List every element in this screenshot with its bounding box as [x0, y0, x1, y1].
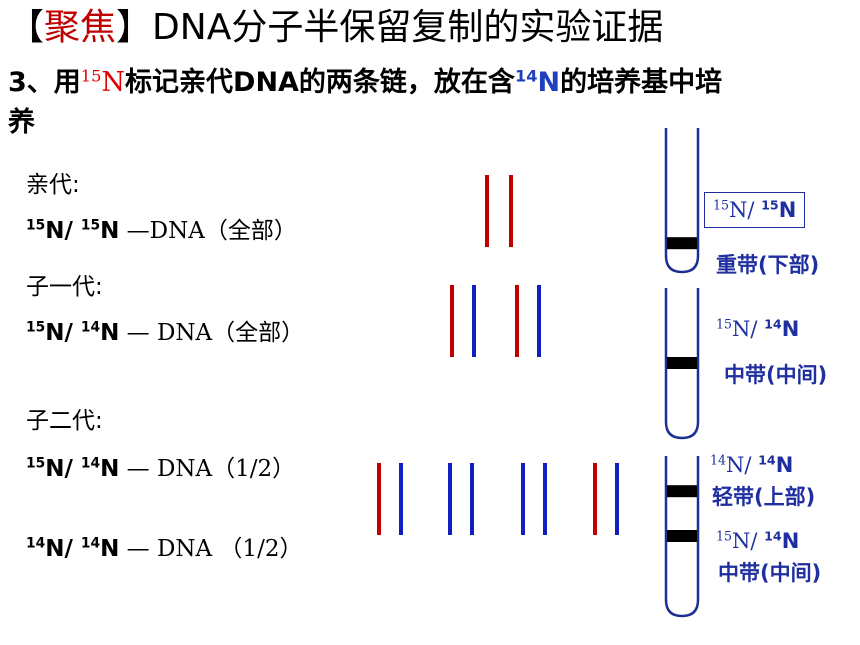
- centrifuge-tube: [664, 128, 700, 274]
- t-text: N/: [732, 529, 765, 553]
- t-sup: 14: [710, 452, 727, 468]
- tube1-isotope-label: 15N/ 15N: [704, 192, 806, 228]
- tube3-band-name-middle: 中带(中间): [718, 561, 822, 585]
- f-sup: 15: [26, 217, 46, 234]
- light-band: [667, 485, 697, 498]
- t-text: N: [775, 453, 794, 477]
- question-suffix: 的培养基中培: [560, 67, 723, 98]
- f-text: N/: [45, 218, 81, 244]
- question-text: 3、用15N标记亲代DNA的两条链，放在含14N的培养基中培: [8, 66, 722, 100]
- tube2-band-name: 中带(中间): [724, 363, 828, 387]
- f-text: N: [100, 218, 120, 244]
- gen2-formula2: 14N/ 14N — DNA （1/2）: [26, 534, 302, 564]
- iso-red-n: N: [101, 67, 126, 98]
- f-tail: — DNA（1/2）: [119, 456, 296, 482]
- middle-band: [667, 357, 697, 369]
- centrifuge-tubes: [664, 128, 700, 618]
- question-prefix: 3、用: [8, 67, 81, 98]
- t-sup: 15: [716, 528, 733, 544]
- t-text: N/: [726, 453, 759, 477]
- tube3-isotope-label-light: 14N/ 14N: [710, 452, 793, 478]
- heavy-band: [667, 237, 697, 250]
- f-text: N: [100, 536, 120, 562]
- f-sup: 15: [26, 319, 46, 336]
- title-bracket-word: 聚焦: [44, 7, 117, 48]
- question-middle: 标记亲代DNA的两条链，放在含: [125, 67, 515, 98]
- gen1-name: 子一代:: [26, 274, 103, 300]
- t-sup: 14: [758, 452, 776, 468]
- title-text: DNA分子半保留复制的实验证据: [152, 7, 664, 48]
- f-text: N: [100, 320, 120, 346]
- dna-strands: [377, 175, 619, 535]
- gen2-formula1: 15N/ 14N — DNA（1/2）: [26, 454, 295, 484]
- f-text: N: [100, 456, 120, 482]
- t-sup: 14: [764, 316, 782, 332]
- tube3-band-name-light: 轻带(上部): [712, 485, 816, 509]
- iso-red-sup: 15: [80, 66, 102, 86]
- t-text: N/: [732, 317, 765, 341]
- centrifuge-tube: [664, 456, 700, 618]
- t-sup: 15: [716, 316, 733, 332]
- t-sup: 14: [764, 528, 782, 544]
- gen1-formula: 15N/ 14N — DNA（全部）: [26, 318, 304, 348]
- t-sup: 15: [713, 197, 730, 213]
- t-text: N: [778, 198, 797, 222]
- f-sup: 14: [80, 455, 101, 472]
- f-sup: 14: [26, 535, 46, 552]
- f-sup: 14: [80, 319, 101, 336]
- f-tail: —DNA（全部）: [119, 218, 297, 244]
- tube2-isotope-label: 15N/ 14N: [716, 316, 799, 342]
- iso-blue-sup: 14: [514, 66, 538, 86]
- f-sup: 14: [80, 535, 101, 552]
- title-bracket-close: 】: [116, 7, 153, 48]
- f-text: N/: [45, 320, 81, 346]
- gen0-name: 亲代:: [26, 172, 80, 198]
- f-tail: — DNA （1/2）: [119, 536, 303, 562]
- iso-blue-n: N: [537, 67, 561, 98]
- middle-band: [667, 530, 697, 542]
- t-text: N: [781, 317, 800, 341]
- f-text: N/: [45, 456, 81, 482]
- question-text-line2: 养: [8, 107, 35, 138]
- page-title: 【聚焦】DNA分子半保留复制的实验证据: [8, 4, 663, 52]
- gen0-formula: 15N/ 15N —DNA（全部）: [26, 216, 297, 246]
- f-sup: 15: [80, 217, 101, 234]
- tube1-band-name: 重带(下部): [716, 253, 820, 277]
- t-text: N: [781, 529, 800, 553]
- t-sup: 15: [761, 197, 779, 213]
- f-text: N/: [45, 536, 81, 562]
- f-sup: 15: [26, 455, 46, 472]
- t-text: N/: [729, 198, 762, 222]
- centrifuge-tube: [664, 288, 700, 440]
- f-tail: — DNA（全部）: [119, 320, 305, 346]
- gen2-name: 子二代:: [26, 408, 103, 434]
- title-bracket-open: 【: [8, 7, 45, 48]
- tube3-isotope-label-middle: 15N/ 14N: [716, 528, 799, 554]
